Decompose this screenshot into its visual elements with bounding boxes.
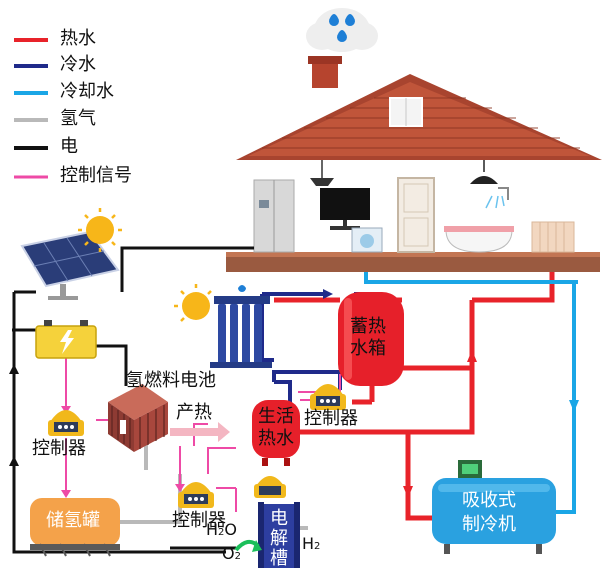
fuel-cell-label: 氢燃料电池: [126, 370, 216, 391]
water-formula: H2O: [206, 520, 237, 539]
legend-label-hydrogen: 氢气: [60, 108, 96, 129]
hot-water-arrows: [403, 350, 477, 498]
cooling-water-lines: [364, 272, 578, 514]
radiator: [531, 221, 575, 253]
legend-label-control-signal: 控制信号: [60, 165, 132, 186]
heat-arrow: [170, 422, 230, 442]
oxygen-formula: O2: [222, 544, 241, 563]
controller-icon-4: [254, 476, 286, 498]
storage-tank-label-line1: 蓄热: [350, 316, 386, 337]
cooling-water-arrows: [569, 400, 579, 412]
ceiling-lamp: [470, 160, 498, 184]
controller-icon-2: [178, 482, 214, 508]
solar-panel-pv: [20, 230, 120, 300]
electrolyzer-label-char-1: 电: [270, 508, 288, 529]
legend-label-cold-water: 冷水: [60, 54, 96, 75]
domestic-hot-water-tank: [252, 400, 300, 466]
domestic-hot-water-label-line1: 生活: [258, 406, 294, 427]
battery-icon: [35, 320, 97, 359]
absorption-chiller-label-line2: 制冷机: [462, 514, 516, 535]
heat-storage-tank: [338, 292, 404, 386]
electrolyzer-label-char-3: 槽: [270, 548, 288, 569]
door: [397, 177, 435, 253]
legend-label-electricity: 电: [60, 136, 78, 157]
fuel-cell-stack: [108, 384, 168, 452]
hydrogen-formula: H2: [302, 534, 321, 553]
absorption-chiller-label-line1: 吸收式: [462, 490, 516, 511]
controller-icon-1: [48, 410, 84, 436]
legend: [14, 38, 48, 179]
house: [226, 56, 602, 272]
hydrogen-storage-tank: [30, 498, 120, 557]
chimney: [312, 60, 338, 88]
electric-lines: [12, 246, 254, 554]
heat-label: 产热: [176, 402, 212, 423]
legend-label-cooling-water: 冷却水: [60, 81, 114, 102]
legend-label-hot-water: 热水: [60, 28, 96, 49]
controller-label-1: 控制器: [32, 438, 86, 459]
solar-thermal-collector: [174, 284, 272, 368]
bathtub: [444, 187, 514, 253]
electric-arrows: [9, 364, 19, 466]
absorption-chiller: [432, 460, 556, 554]
droplet-icon: [238, 285, 246, 292]
controller-label-2: 控制器: [172, 510, 226, 531]
house-floor: [226, 256, 600, 272]
storage-tank-label-line2: 水箱: [350, 338, 386, 359]
tv: [320, 188, 370, 220]
cloud-icon: [306, 8, 378, 52]
hydrogen-tank-label: 储氢罐: [46, 510, 100, 531]
sun-icon: [78, 208, 122, 252]
electrolyzer: [234, 502, 300, 568]
controller-label-3: 控制器: [304, 408, 358, 429]
electrolyzer-label-char-2: 解: [270, 528, 288, 549]
chandelier: [310, 160, 334, 186]
cold-water-arrows: [323, 289, 333, 299]
controller-icon-3: [310, 384, 346, 410]
domestic-hot-water-label-line2: 热水: [258, 428, 294, 449]
